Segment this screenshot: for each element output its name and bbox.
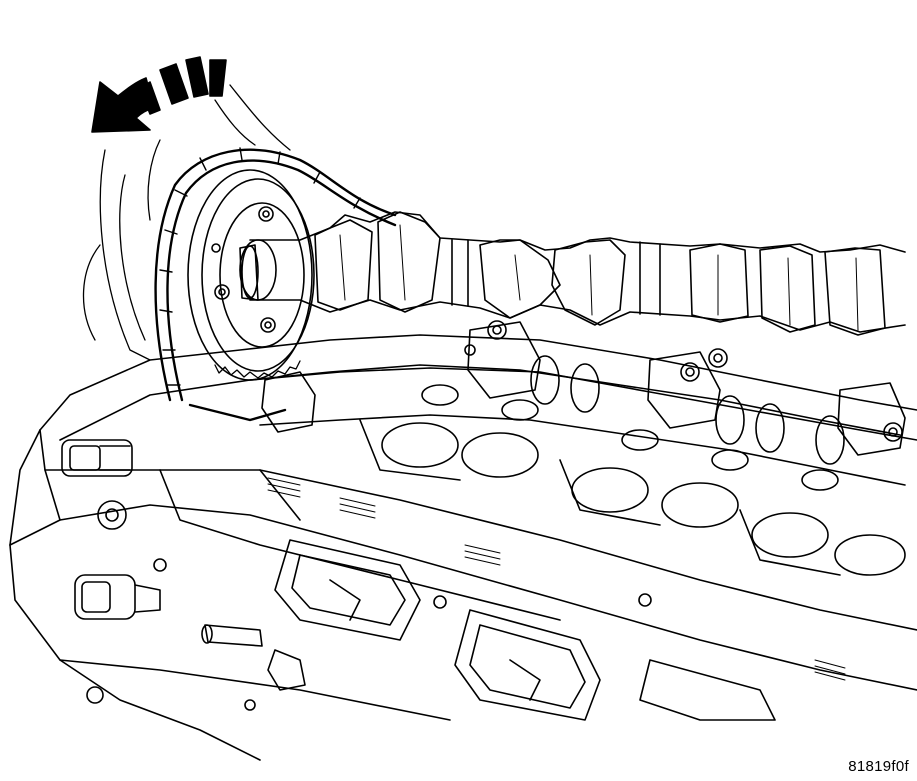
exhaust-camshaft: [249, 355, 906, 486]
timing-chain: [154, 147, 397, 422]
cam-position-sensor: [61, 439, 133, 477]
stud-fitting: [201, 624, 306, 691]
casting-hatch-marks: [267, 477, 846, 681]
intake-camshaft: [239, 211, 906, 336]
valve-pockets: [359, 384, 906, 576]
engine-block-outline: [82, 84, 291, 361]
cap-bolts: [86, 320, 903, 711]
figure-id-label: 81819f0f: [848, 758, 909, 775]
bearing-caps: [261, 321, 906, 456]
oil-control-valve: [74, 574, 161, 620]
intake-port-cutouts: [274, 539, 776, 721]
cylinder-head: [9, 334, 917, 761]
rotation-arrow-icon: [91, 56, 227, 133]
